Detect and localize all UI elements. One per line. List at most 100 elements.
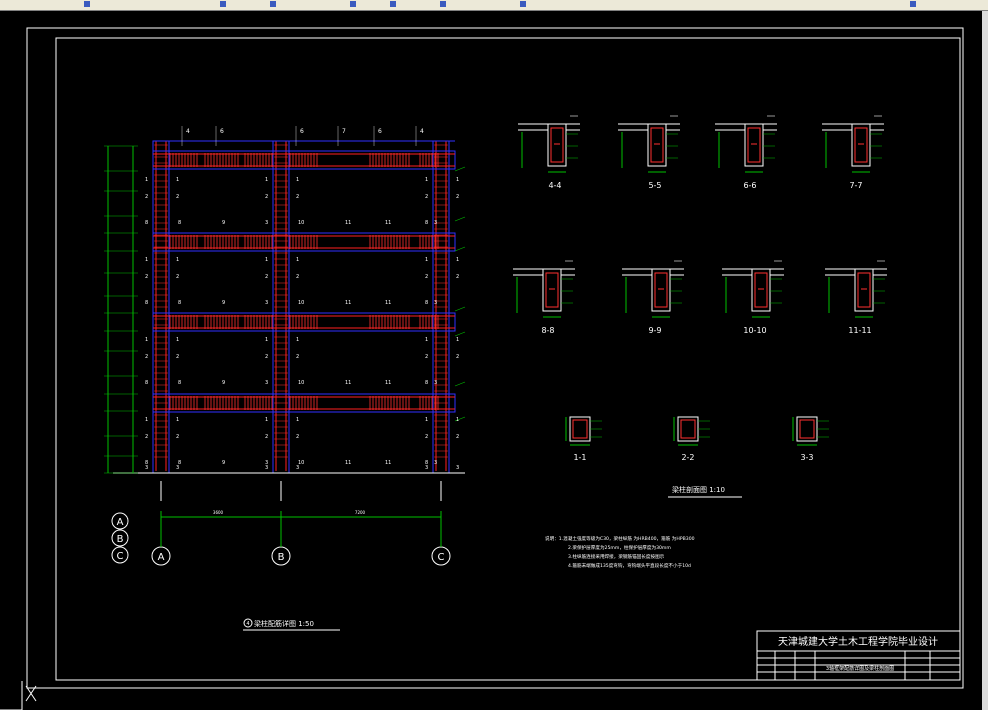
section-labels: 4-4 5-5 6-6 7-7 8-8 9-9 10-10 11-11 1-1 … — [541, 181, 871, 462]
toolbar-icon[interactable] — [390, 1, 396, 7]
section-mark: 3 — [434, 380, 437, 386]
toolbar-icon[interactable] — [910, 1, 916, 7]
note-line: 4.箍筋末端做成135度弯钩，弯钩端头平直段长度不小于10d — [568, 562, 691, 569]
section-stirrup — [799, 419, 815, 439]
section-mark: 2 — [265, 194, 268, 200]
beam-mark: 4 — [186, 128, 190, 135]
section-mark: 2 — [145, 194, 148, 200]
section-beam — [854, 268, 874, 312]
section-mark: 8 — [145, 460, 148, 466]
section-stirrup — [572, 419, 588, 439]
toolbar-icon[interactable] — [270, 1, 276, 7]
section-stirrup — [680, 419, 696, 439]
leader-line — [454, 331, 466, 337]
beam-outline — [152, 232, 456, 252]
section-mark: 3 — [265, 300, 268, 306]
beam-mark: 6 — [300, 128, 304, 135]
section-mark: 3 — [265, 460, 268, 466]
section-mark: 1 — [176, 257, 179, 263]
note-line: 3.柱纵筋连接采用焊接，梁钢筋锚固长度按图示 — [568, 553, 665, 560]
section-mark: 8 — [425, 460, 428, 466]
section-mark: 1 — [176, 417, 179, 423]
section-label: 2-2 — [681, 453, 694, 462]
section-mark: 1 — [145, 177, 148, 183]
title-circle — [243, 618, 253, 628]
section-mark: 8 — [425, 220, 428, 226]
section-stirrup — [857, 272, 871, 308]
section-label: 3-3 — [800, 453, 813, 462]
section-beam — [851, 123, 871, 167]
section-mark: 2 — [296, 274, 299, 280]
vertical-scrollbar[interactable] — [982, 11, 988, 710]
section-mark: 2 — [296, 194, 299, 200]
leader-line — [454, 381, 466, 387]
section-stirrup — [654, 272, 668, 308]
section-beam — [542, 268, 562, 312]
section-mark: 2 — [456, 354, 459, 360]
section-mark: 2 — [425, 354, 428, 360]
toolbar-icon[interactable] — [220, 1, 226, 7]
toolbar-icon[interactable] — [350, 1, 356, 7]
section-mark: 11 — [345, 380, 351, 386]
section-mark: 1 — [425, 417, 428, 423]
section-mark: 1 — [265, 257, 268, 263]
section-mark: 8 — [145, 220, 148, 226]
section-mark: 2 — [176, 194, 179, 200]
section-mark: 3 — [145, 465, 148, 471]
section-mark: 11 — [345, 220, 351, 226]
section-label: 11-11 — [848, 326, 871, 335]
section-title: 梁柱剖面图 1:10 — [672, 485, 725, 494]
leader-line — [454, 416, 466, 422]
sheet-border-inner — [55, 37, 961, 681]
section-mark: 1 — [145, 257, 148, 263]
toolbar-icon[interactable] — [440, 1, 446, 7]
section-mark: 2 — [425, 434, 428, 440]
section-mark: 2 — [176, 274, 179, 280]
grid-label: B — [278, 552, 285, 563]
grid-axis-left: A B C — [111, 512, 129, 564]
section-beam — [651, 268, 671, 312]
section-mark: 1 — [265, 337, 268, 343]
section-mark: 2 — [176, 354, 179, 360]
section-mark: 1 — [296, 257, 299, 263]
section-mark: 10 — [298, 220, 304, 226]
section-mark: 11 — [385, 460, 391, 466]
leader-line — [454, 306, 466, 312]
section-mark: 3 — [265, 380, 268, 386]
section-label: 6-6 — [743, 181, 756, 190]
section-stirrup — [545, 272, 559, 308]
section-mark: 9 — [222, 300, 225, 306]
section-stirrup — [550, 127, 564, 163]
section-mark: 8 — [178, 220, 181, 226]
section-mark: 2 — [296, 354, 299, 360]
section-mark: 1 — [265, 177, 268, 183]
section-mark: 8 — [425, 300, 428, 306]
section-mark: 2 — [296, 434, 299, 440]
section-mark: 8 — [425, 380, 428, 386]
section-mark: 1 — [425, 337, 428, 343]
section-mark: 2 — [456, 274, 459, 280]
toolbar-icon[interactable] — [84, 1, 90, 7]
title-block — [756, 630, 961, 681]
section-mark: 3 — [425, 465, 428, 471]
toolbar-icon[interactable] — [520, 1, 526, 7]
titleblock-school: 天津城建大学土木工程学院毕业设计 — [778, 635, 938, 648]
section-mark: 1 — [265, 417, 268, 423]
section-mark: 1 — [425, 257, 428, 263]
leader-line — [454, 216, 466, 222]
beam-outline — [152, 312, 456, 332]
beam-mark: 4 — [420, 128, 424, 135]
section-mark: 8 — [178, 300, 181, 306]
leader-line — [454, 166, 466, 172]
section-mark: 2 — [265, 434, 268, 440]
section-mark: 2 — [425, 274, 428, 280]
beam-mark: 6 — [220, 128, 224, 135]
toolbar — [0, 0, 988, 11]
section-label: 7-7 — [849, 181, 862, 190]
section-mark: 9 — [222, 220, 225, 226]
section-mark: 3 — [434, 300, 437, 306]
section-mark: 1 — [296, 337, 299, 343]
section-mark: 2 — [265, 354, 268, 360]
